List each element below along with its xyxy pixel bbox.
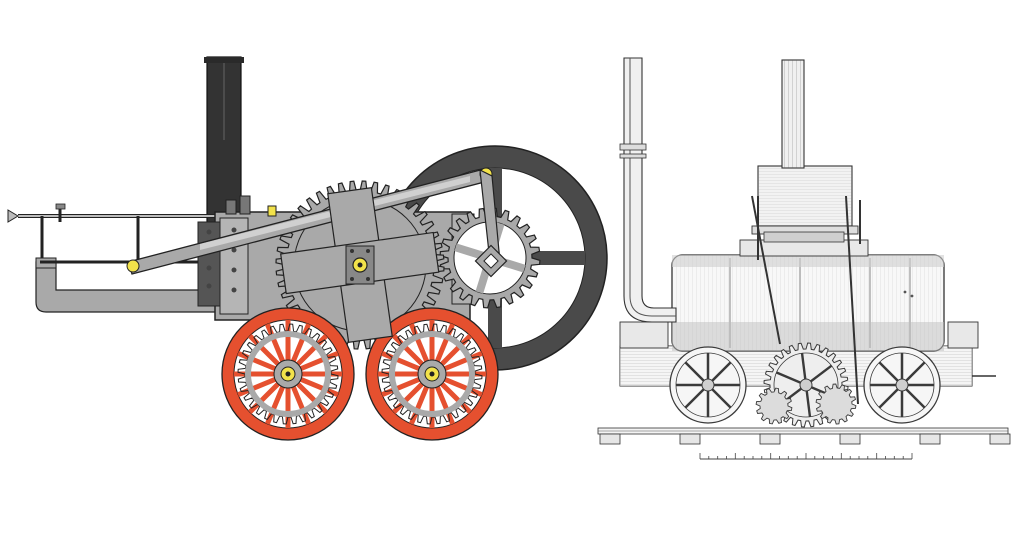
engraved-locomotive-elevation [597, 57, 1011, 460]
engraved-boiler [671, 254, 945, 352]
engraved-pinion-left [755, 387, 793, 425]
sleeper [839, 433, 861, 445]
sleeper [599, 433, 621, 445]
sleeper [989, 433, 1011, 445]
engraved-wheel-hub [701, 378, 715, 392]
driving-wheel [365, 307, 499, 441]
sleeper [919, 433, 941, 445]
colored-locomotive-diagram [7, 56, 608, 441]
engraved-wheel [669, 346, 747, 424]
rails [597, 427, 1011, 445]
sleeper [679, 433, 701, 445]
driving-wheels [221, 307, 499, 441]
large-gear-hub [280, 186, 440, 344]
engraved-exhaust-pipe [619, 57, 677, 323]
engraved-wheel [863, 346, 941, 424]
engraved-gear-train [755, 342, 857, 428]
engraved-gear-ring [773, 352, 839, 418]
wheel-axle-pin [429, 371, 435, 377]
engraved-pinion [815, 383, 857, 425]
wheel-gear-band [245, 331, 331, 417]
engraved-chimney [781, 59, 805, 169]
engraved-wheels [669, 342, 941, 428]
scale-bar [699, 453, 913, 460]
engraved-cylinder-housing [739, 165, 869, 405]
engraved-gear-hub [799, 378, 813, 392]
driving-wheel [221, 307, 355, 441]
engraved-wheel-hub [895, 378, 909, 392]
wheel-axle-pin [285, 371, 291, 377]
sleeper [759, 433, 781, 445]
wheel-gear-band [389, 331, 475, 417]
